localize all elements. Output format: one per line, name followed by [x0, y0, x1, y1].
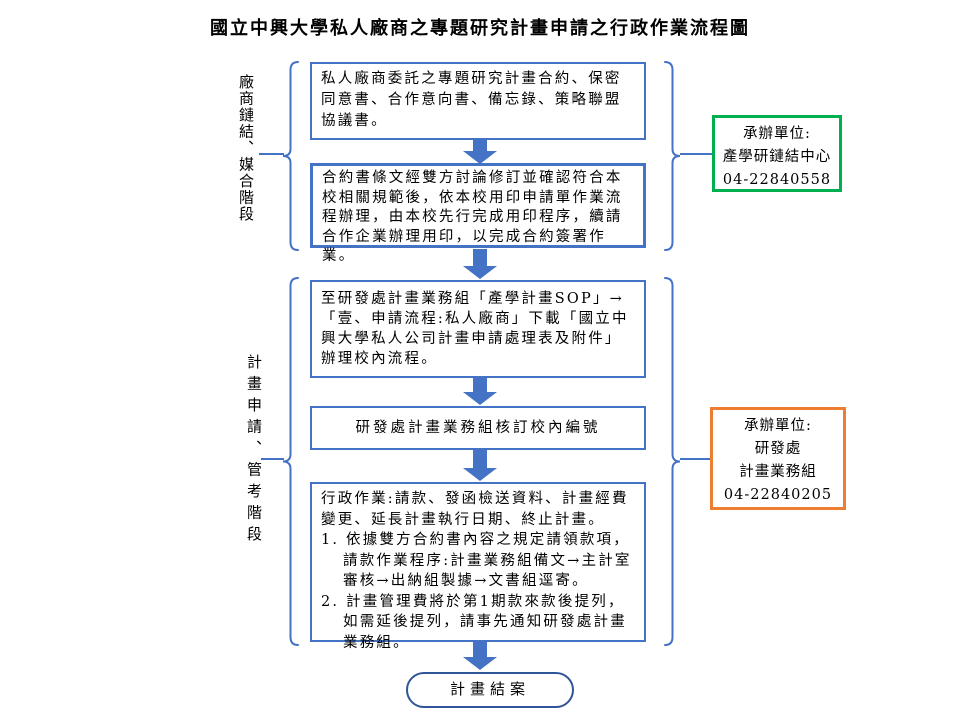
page-title: 國立中興大學私人廠商之專題研究計畫申請之行政作業流程圖	[210, 18, 750, 39]
terminator-project-closure: 計畫結案	[406, 672, 574, 708]
contact2-unit-line2: 計畫業務組	[739, 464, 817, 480]
contact-box-rd-project-division: 承辦單位: 研發處 計畫業務組 04-22840205	[710, 407, 846, 510]
flow-box-admin-operations: 行政作業:請款、發函檢送資料、計畫經費變更、延長計畫執行日期、終止計畫。 1. …	[310, 482, 646, 651]
admin-operations-intro: 行政作業:請款、發函檢送資料、計畫經費變更、延長計畫執行日期、終止計畫。	[321, 491, 629, 528]
admin-operations-item-1: 1. 依據雙方合約書內容之規定請領款項，請款作業程序:計畫業務組備文→主計室審核…	[321, 532, 632, 589]
flow-box-sop-download: 至研發處計畫業務組「產學計畫SOP」→「壹、申請流程:私人廠商」下載「國立中興大…	[310, 280, 646, 378]
contact2-title: 承辦單位:	[744, 418, 812, 434]
connector-line-contact2	[680, 458, 710, 460]
left-brace-stage2-icon	[283, 277, 299, 646]
admin-operations-item-2: 2. 計畫管理費將於第1期款來款後提列，如需延後提列，請事先通知研發處計畫業務組…	[321, 593, 627, 651]
down-arrow-2-icon	[463, 249, 497, 279]
flow-box-internal-number: 研發處計畫業務組核訂校內編號	[310, 406, 646, 450]
contact2-unit-line1: 研發處	[754, 441, 802, 457]
right-brace-stage1-icon	[664, 61, 681, 251]
down-arrow-5-icon	[463, 642, 497, 670]
down-arrow-4-icon	[463, 450, 497, 481]
down-arrow-3-icon	[463, 378, 497, 405]
contact1-unit: 產學研鏈結中心	[722, 149, 832, 165]
down-arrow-1-icon	[463, 140, 497, 164]
contact-box-industry-liaison-center: 承辦單位: 產學研鏈結中心 04-22840558	[712, 115, 842, 192]
flow-box-contract-types: 私人廠商委託之專題研究計畫合約、保密同意書、合作意向書、備忘錄、策略聯盟協議書。	[310, 62, 646, 140]
stage-label-application-management: 計畫申請、管考階段	[245, 354, 263, 548]
stage-label-vendor-matching: 廠商鏈結、媒合階段	[237, 74, 255, 223]
connector-line-stage2	[261, 458, 284, 460]
flow-box-internal-number-text: 研發處計畫業務組核訂校內編號	[355, 419, 601, 436]
contact1-title: 承辦單位:	[743, 126, 811, 142]
contact2-phone: 04-22840205	[723, 487, 833, 503]
connector-line-contact1	[680, 153, 712, 155]
flow-box-contract-review-signing: 合約書條文經雙方討論修訂並確認符合本校相關規範後，依本校用印申請單作業流程辦理，…	[310, 163, 646, 264]
left-brace-stage1-icon	[283, 61, 299, 251]
right-brace-stage2-icon	[664, 277, 681, 646]
contact1-phone: 04-22840558	[722, 172, 832, 188]
connector-line-stage1	[259, 153, 284, 155]
